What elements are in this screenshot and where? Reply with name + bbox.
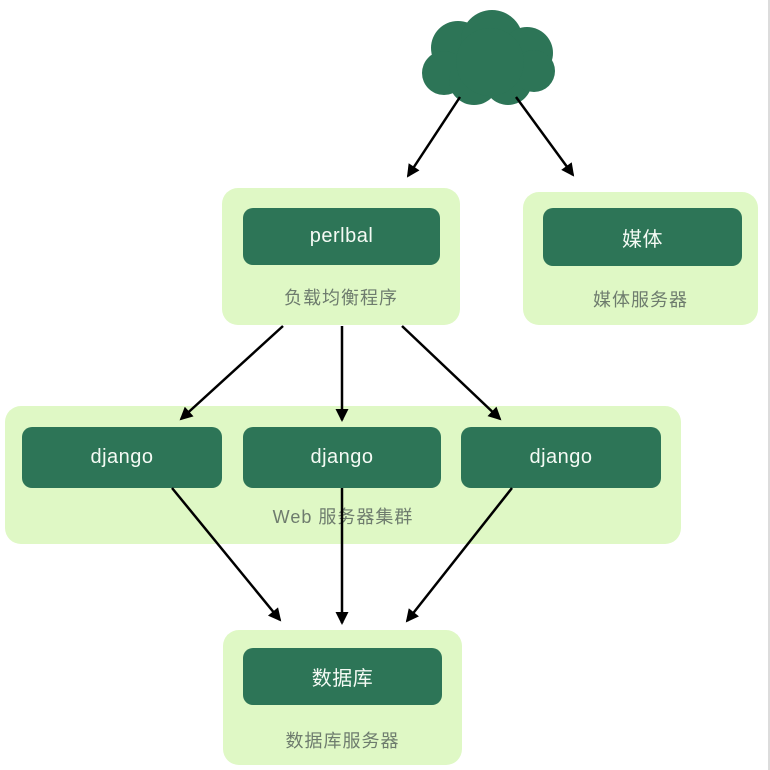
web-cluster-group-label: Web 服务器集群 xyxy=(272,507,414,527)
page-edge-line xyxy=(768,0,770,770)
database-node-label: 数据库 xyxy=(311,668,374,690)
perlbal-node: perlbal xyxy=(243,208,440,265)
media-server-group-label: 媒体服务器 xyxy=(593,290,688,310)
django-node-3-label: django xyxy=(529,446,593,468)
database-group: 数据库 数据库服务器 xyxy=(223,630,462,765)
perlbal-node-label: perlbal xyxy=(309,225,374,247)
edge-cloud-to-loadbalancer xyxy=(406,96,462,178)
load-balancer-group: perlbal 负载均衡程序 xyxy=(222,188,460,325)
django-node-3: django xyxy=(461,427,661,488)
django-node-2-label: django xyxy=(310,446,374,468)
database-node: 数据库 xyxy=(243,648,442,705)
django-node-1-label: django xyxy=(90,446,154,468)
load-balancer-group-label: 负载均衡程序 xyxy=(284,288,398,308)
media-node-label: 媒体 xyxy=(622,228,663,251)
edge-cloud-to-media xyxy=(514,96,575,177)
django-node-2: django xyxy=(243,427,441,488)
cloud-icon xyxy=(422,10,555,105)
media-node: 媒体 xyxy=(543,208,742,266)
web-cluster-group: django django django Web 服务器集群 xyxy=(5,406,681,544)
database-group-label: 数据库服务器 xyxy=(285,731,400,751)
diagram-edges xyxy=(171,96,575,625)
django-node-1: django xyxy=(22,427,222,488)
media-server-group: 媒体 媒体服务器 xyxy=(523,192,758,325)
